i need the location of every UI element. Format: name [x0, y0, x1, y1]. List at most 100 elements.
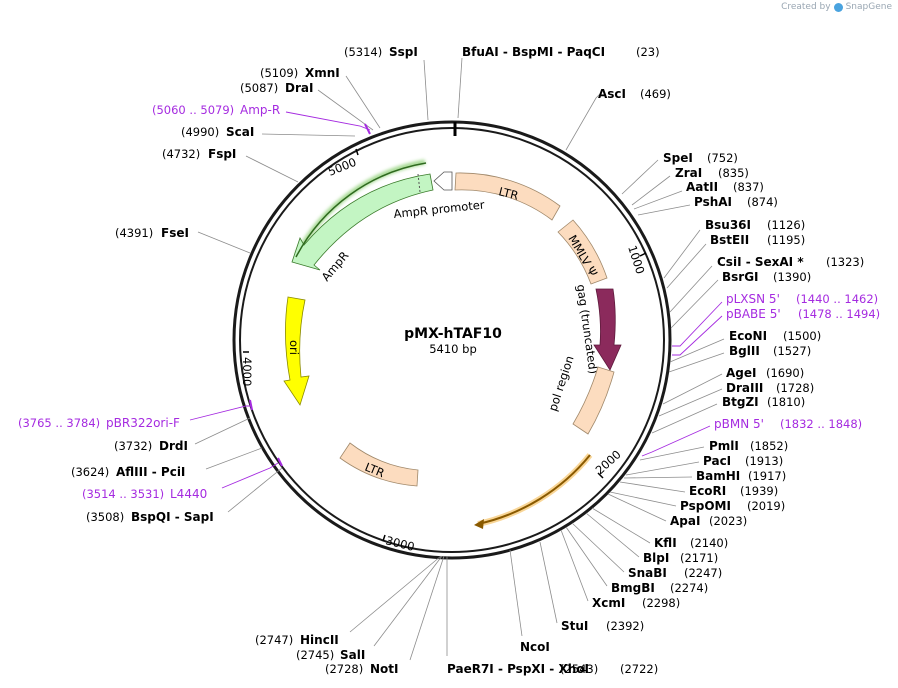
site-pos: (5109)	[260, 66, 298, 80]
site-name: XmnI	[305, 66, 340, 80]
site-pshai[interactable]: PshAI (874)	[637, 195, 778, 216]
site-bamhi[interactable]: BamHI (1917)	[623, 469, 786, 483]
site-name: PspOMI	[680, 499, 731, 513]
primer-l4440[interactable]: L4440 (3514 .. 3531)	[82, 457, 283, 501]
site-pos: (1500)	[783, 329, 821, 343]
site-bsteii[interactable]: BstEII (1195)	[666, 233, 805, 289]
site-apai[interactable]: ApaI (2023)	[607, 493, 747, 528]
tick-mark-1000	[639, 252, 647, 257]
site-kfli[interactable]: KflI (2140)	[591, 507, 728, 550]
site-sali[interactable]: SalI (2745)	[296, 555, 443, 662]
site-bmgbi[interactable]: BmgBI (2274)	[565, 526, 708, 595]
lead-line	[641, 425, 711, 457]
site-pos: (2728)	[325, 662, 363, 676]
site-asci[interactable]: AscI (469)	[565, 87, 671, 151]
feature-ori[interactable]	[283, 296, 310, 406]
feature-gag[interactable]	[593, 288, 622, 371]
feature-ampr-promoter[interactable]	[433, 171, 453, 191]
site-aatii[interactable]: AatII (837)	[633, 180, 764, 210]
lead-line	[317, 89, 374, 131]
site-hincii[interactable]: HincII (2747)	[255, 555, 442, 647]
site-blpi[interactable]: BlpI (2171)	[585, 512, 718, 565]
site-name: BamHI	[696, 469, 740, 483]
site-bspqi-sapi[interactable]: BspQI - SapI (3508)	[86, 467, 283, 524]
primer-name: L4440	[170, 487, 207, 501]
primer-plxsn[interactable]: pLXSN 5' (1440 .. 1462)	[672, 292, 878, 347]
lead-line	[585, 512, 640, 558]
site-scai[interactable]: ScaI (4990)	[181, 125, 356, 139]
site-econi[interactable]: EcoNI (1500)	[669, 329, 821, 363]
feature-insert[interactable]	[477, 454, 591, 525]
site-draiii[interactable]: DraIII (1728)	[658, 381, 814, 417]
site-snabi[interactable]: SnaBI (2247)	[571, 522, 722, 580]
site-pos: (2274)	[670, 581, 708, 595]
site-spei[interactable]: SpeI (752)	[621, 151, 738, 195]
site-bsrgi[interactable]: BsrGI (1390)	[670, 270, 811, 329]
feature-mmlv-psi[interactable]	[557, 219, 608, 285]
site-xhoi[interactable]: PaeR7I - PspXI - XhoI (2722)	[446, 556, 658, 676]
site-pos: (1126)	[767, 218, 805, 232]
site-ecori[interactable]: EcoRI (1939)	[619, 481, 778, 498]
tick-mark-2000	[597, 472, 604, 479]
site-pos: (23)	[636, 45, 660, 59]
site-pos: (1527)	[773, 344, 811, 358]
lead-line	[619, 481, 686, 493]
site-pos: (2392)	[606, 619, 644, 633]
site-name: SspI	[389, 45, 418, 59]
site-xcmi[interactable]: XcmI (2298)	[560, 529, 680, 610]
primer-pbr322ori[interactable]: pBR322ori-F (3765 .. 3784)	[18, 399, 253, 430]
site-btgzi[interactable]: BtgZI (1810)	[651, 395, 805, 434]
primer-pbmn[interactable]: pBMN 5' (1832 .. 1848)	[641, 417, 862, 457]
lead-line	[625, 461, 700, 476]
lead-line	[373, 555, 443, 647]
site-bglii[interactable]: BglII (1527)	[668, 344, 811, 373]
site-pos: (1913)	[745, 454, 783, 468]
site-pos: (4732)	[162, 147, 200, 161]
site-name: NotI	[370, 662, 399, 676]
site-pos: (2747)	[255, 633, 293, 647]
primer-amp-r[interactable]: Amp-R (5060 .. 5079)	[152, 103, 371, 135]
lead-line	[663, 229, 701, 279]
site-noti[interactable]: NotI (2728)	[325, 555, 445, 676]
lead-line	[409, 555, 445, 661]
feature-ltr-3[interactable]	[339, 442, 419, 487]
plasmid-name: pMX-hTAF10	[404, 326, 502, 342]
site-csii-sexai[interactable]: CsiI - SexAI * (1323)	[669, 255, 864, 313]
site-stui[interactable]: StuI (2392)	[539, 541, 644, 633]
site-pos: (3732)	[114, 439, 152, 453]
tick-label-2000: 2000	[593, 447, 624, 477]
feature-label-ltr-5: LTR	[497, 184, 520, 202]
lead-line	[666, 243, 707, 289]
lead-line	[571, 522, 625, 573]
feature-ampr[interactable]	[291, 173, 434, 271]
lead-line	[345, 75, 381, 129]
site-afliii-pcii[interactable]: AflIII - PciI (3624)	[71, 447, 263, 479]
feature-pol-region[interactable]	[572, 366, 615, 435]
site-pmli[interactable]: PmlI (1852)	[639, 439, 788, 461]
primer-pbabe[interactable]: pBABE 5' (1478 .. 1494)	[672, 307, 880, 356]
site-bsu36i[interactable]: Bsu36I (1126)	[663, 218, 805, 279]
site-paci[interactable]: PacI (1913)	[625, 454, 783, 476]
site-name: AflIII - PciI	[116, 465, 185, 479]
site-name: StuI	[561, 619, 588, 633]
site-fspi[interactable]: FspI (4732)	[162, 147, 299, 183]
site-drdi[interactable]: DrdI (3732)	[114, 417, 251, 453]
site-pos: (1852)	[750, 439, 788, 453]
site-pos: (1939)	[740, 484, 778, 498]
site-name: ScaI	[226, 125, 254, 139]
lead-line	[633, 190, 683, 210]
site-drai[interactable]: DraI (5087)	[240, 81, 374, 131]
feature-ltr-5[interactable]	[454, 172, 561, 221]
site-zrai[interactable]: ZraI (835)	[631, 166, 749, 206]
site-fsei[interactable]: FseI (4391)	[115, 226, 251, 254]
site-pspomi[interactable]: PspOMI (2019)	[609, 491, 785, 513]
lead-line	[621, 159, 659, 195]
site-agei[interactable]: AgeI (1690)	[662, 366, 804, 405]
primer-pos: (1478 .. 1494)	[798, 307, 880, 321]
site-xmni[interactable]: XmnI (5109)	[260, 66, 381, 129]
site-pos: (1728)	[776, 381, 814, 395]
site-bfuai[interactable]: BfuAI - BspMI - PaqCI (23)	[457, 45, 660, 119]
lead-line	[672, 301, 723, 347]
site-sspi[interactable]: SspI (5314)	[344, 45, 429, 121]
site-ncoi[interactable]: NcoI	[509, 549, 550, 654]
